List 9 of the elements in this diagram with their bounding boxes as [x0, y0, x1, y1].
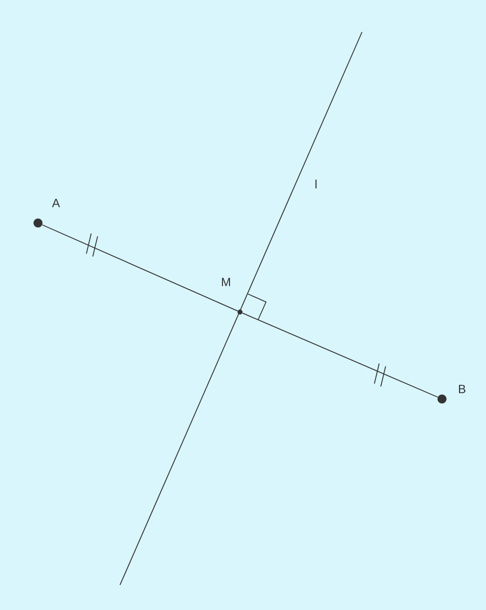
- point-label: M: [222, 278, 230, 286]
- point: [34, 218, 42, 228]
- point: [238, 310, 242, 314]
- segment: [42, 224, 238, 312]
- line-label: l: [315, 180, 317, 188]
- point-label: A: [52, 198, 60, 208]
- point-label: B: [458, 384, 466, 394]
- point: [438, 394, 446, 404]
- segment: [242, 312, 438, 398]
